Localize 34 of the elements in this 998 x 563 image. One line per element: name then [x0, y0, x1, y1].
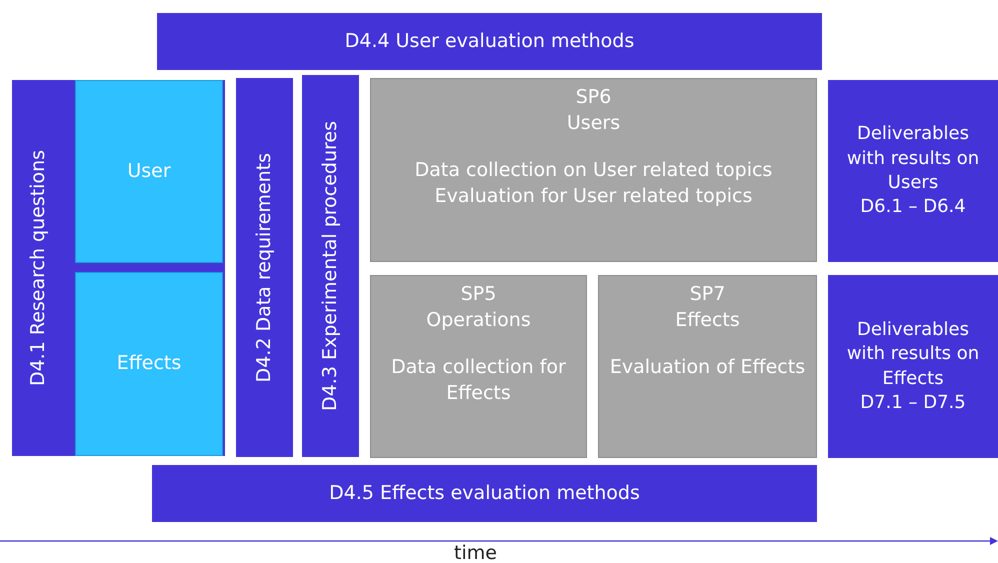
deliverables-box: [828, 80, 998, 262]
deliverable-column: [302, 75, 359, 457]
vertical-label: D4.3 Experimental procedures: [318, 121, 342, 411]
subproject-code: SP6: [576, 85, 612, 110]
box-label: D4.5 Effects evaluation methods: [329, 480, 640, 506]
axis-label: time: [454, 542, 497, 563]
vertical-label: D4.2 Data requirements: [252, 152, 276, 382]
subproject-title: Users: [566, 110, 620, 136]
subproject-code: SP7: [690, 282, 726, 307]
subproject-code: SP5: [460, 282, 496, 307]
method-band: [152, 465, 817, 522]
subproject-box: [598, 275, 817, 458]
topic-box: [75, 272, 223, 456]
subproject-box: [370, 275, 587, 458]
deliverables-box: [828, 275, 998, 458]
subproject-description: Evaluation for User related topics: [434, 184, 752, 209]
subproject-description: Data collection for Effects: [390, 355, 567, 406]
deliverable-range: D7.1 – D7.5: [860, 390, 966, 415]
subproject-description: Evaluation of Effects: [610, 355, 806, 380]
subproject-box: [370, 78, 817, 262]
subproject-title: Operations: [426, 308, 531, 333]
subproject-title: Effects: [675, 308, 740, 333]
subproject-description: Data collection on User related topics: [414, 158, 772, 184]
topic-box: [75, 80, 223, 263]
deliverable-column: [236, 78, 293, 457]
box-label: Effects: [116, 351, 182, 376]
box-label: User: [127, 158, 171, 184]
deliverable-column: [12, 80, 225, 456]
box-label: D4.4 User evaluation methods: [344, 28, 634, 54]
deliverables-text: Deliverables with results on Effects: [846, 318, 980, 390]
method-band: [157, 13, 822, 70]
deliverables-text: Deliverables with results on Users: [846, 122, 980, 195]
vertical-label: D4.1 Research questions: [26, 150, 50, 386]
deliverable-range: D6.1 – D6.4: [860, 195, 966, 220]
